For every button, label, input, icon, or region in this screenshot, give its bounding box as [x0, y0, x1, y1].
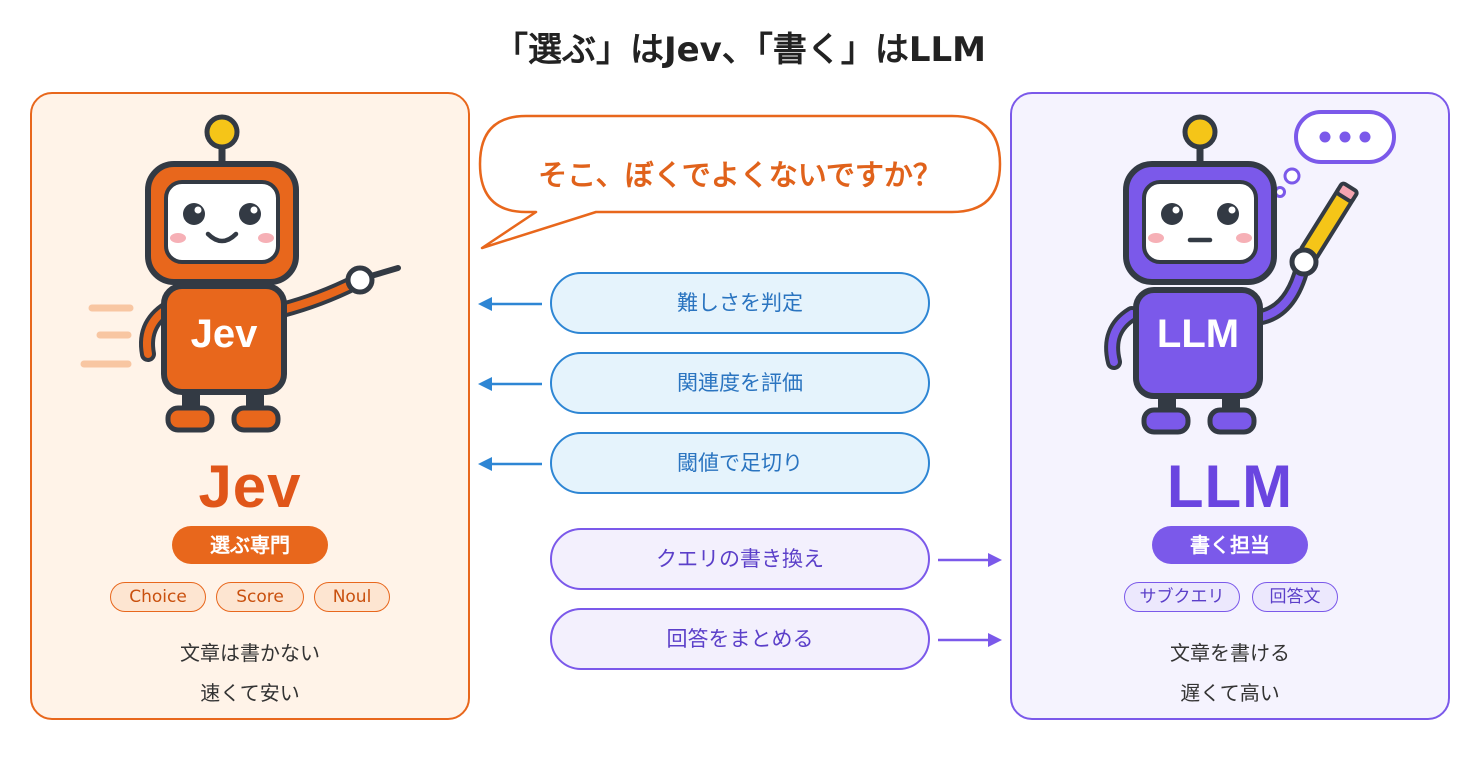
- jev-desc-2: 速くて安い: [200, 681, 300, 705]
- jev-name: Jev: [198, 453, 302, 520]
- arrows-to-llm: [938, 553, 1002, 647]
- task-pill-summarize: 回答をまとめる: [550, 608, 930, 670]
- llm-desc-2: 遅くて高い: [1180, 681, 1280, 705]
- llm-tag-subquery: サブクエリ: [1124, 582, 1240, 612]
- task-pill-query-rewrite: クエリの書き換え: [550, 528, 930, 590]
- jev-tag-choice: Choice: [110, 582, 206, 612]
- llm-robot-icon: [1104, 110, 1396, 435]
- llm-body-label: LLM: [1156, 312, 1240, 356]
- speech-bubble-text: そこ、ぼくでよくないですか？: [538, 158, 942, 192]
- jev-tag-noul: Noul: [314, 582, 390, 612]
- llm-desc-1: 文章を書ける: [1170, 641, 1290, 665]
- speech-bubble: [478, 114, 1002, 250]
- task-pill-difficulty: 難しさを判定: [550, 272, 930, 334]
- jev-role-badge: 選ぶ専門: [172, 526, 328, 564]
- task-pill-threshold: 閾値で足切り: [550, 432, 930, 494]
- page-title: 「選ぶ」はJev、「書く」はLLM: [493, 30, 987, 70]
- jev-body-label: Jev: [190, 312, 258, 356]
- llm-role-badge: 書く担当: [1152, 526, 1308, 564]
- jev-desc-1: 文章は書かない: [180, 641, 320, 665]
- arrows-to-jev: [478, 297, 542, 471]
- jev-robot-icon: [80, 114, 401, 433]
- llm-tag-answer: 回答文: [1252, 582, 1338, 612]
- llm-name: LLM: [1166, 453, 1294, 520]
- jev-tag-score: Score: [216, 582, 304, 612]
- task-pill-relevance: 関連度を評価: [550, 352, 930, 414]
